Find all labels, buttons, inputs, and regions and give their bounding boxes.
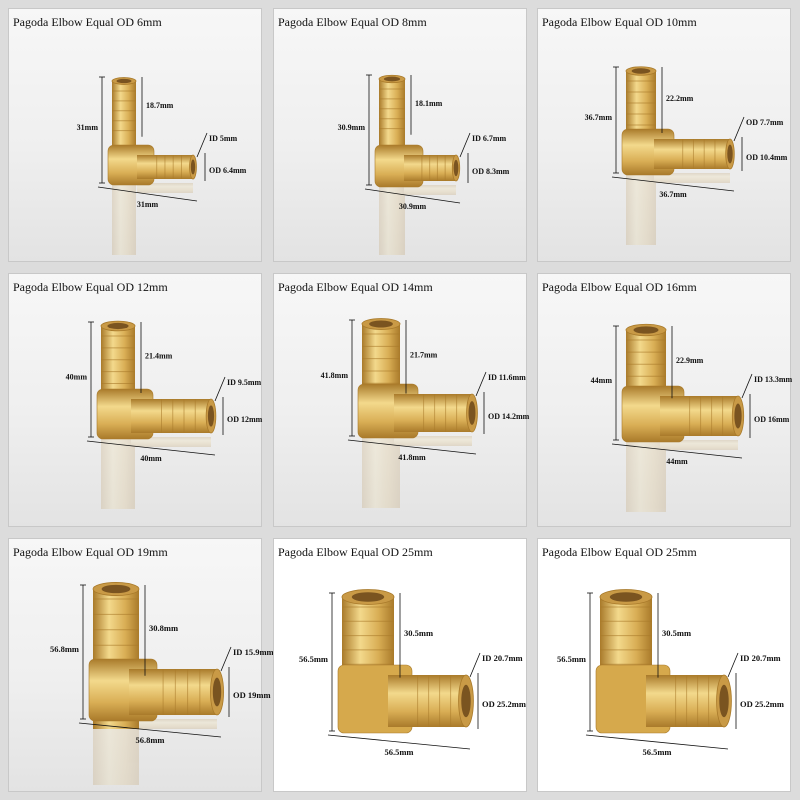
height-label: 30.9mm bbox=[338, 123, 366, 132]
product-panel: Pagoda Elbow Equal OD 8mm 30.9mm 18.1mm ID … bbox=[273, 8, 527, 262]
panel-title: Pagoda Elbow Equal OD 10mm bbox=[542, 15, 697, 29]
inner-diameter-label: ID 6.7mm bbox=[472, 134, 507, 143]
inner-diameter-label: ID 13.3mm bbox=[754, 375, 793, 384]
barb-length-label: 22.2mm bbox=[666, 94, 694, 103]
width-label: 56.8mm bbox=[135, 735, 164, 745]
barb-length-label: 21.4mm bbox=[145, 351, 173, 360]
height-label: 40mm bbox=[66, 373, 88, 382]
outer-diameter-label: OD 25.2mm bbox=[482, 699, 526, 709]
height-label: 56.5mm bbox=[557, 654, 586, 664]
barb-length-label: 18.7mm bbox=[146, 101, 174, 110]
height-label: 56.5mm bbox=[299, 654, 328, 664]
brass-elbow-fitting-photo: 56.5mm 30.5mm ID 20.7mm OD 25.2mm 56.5mm bbox=[557, 589, 784, 757]
product-panel: Pagoda Elbow Equal OD 12mm 40mm 21.4mm ID 9… bbox=[8, 273, 263, 527]
panel-title: Pagoda Elbow Equal OD 16mm bbox=[542, 280, 697, 294]
outer-diameter-label: OD 6.4mm bbox=[209, 166, 247, 175]
width-label: 56.5mm bbox=[384, 747, 413, 757]
width-label: 41.8mm bbox=[398, 453, 426, 462]
brass-elbow-fitting-photo: 30.9mm 18.1mm ID 6.7mm OD 8.3mm 30.9mm bbox=[338, 74, 510, 255]
brass-elbow-fitting-photo: 41.8mm 21.7mm ID 11.6mm OD 14.2mm 41.8mm bbox=[321, 318, 530, 508]
inner-diameter-label: ID 5mm bbox=[209, 134, 238, 143]
outer-diameter-label: OD 16mm bbox=[754, 415, 790, 424]
brass-elbow-fitting-photo: 44mm 22.9mm ID 13.3mm OD 16mm 44mm bbox=[591, 323, 793, 512]
width-label: 44mm bbox=[666, 457, 688, 466]
brass-elbow-fitting-photo: 56.5mm 30.5mm ID 20.7mm OD 25.2mm 56.5mm bbox=[299, 589, 526, 757]
width-label: 40mm bbox=[140, 454, 162, 463]
outer-diameter-label: OD 8.3mm bbox=[472, 167, 510, 176]
barb-length-label: 30.5mm bbox=[404, 628, 433, 638]
width-label: 56.5mm bbox=[642, 747, 671, 757]
outer-diameter-label: OD 12mm bbox=[227, 415, 263, 424]
brass-elbow-fitting-photo: 40mm 21.4mm ID 9.5mm OD 12mm 40mm bbox=[66, 320, 263, 509]
height-label: 36.7mm bbox=[585, 113, 613, 122]
barb-length-label: 21.7mm bbox=[410, 351, 438, 360]
barb-length-label: 22.9mm bbox=[676, 356, 704, 365]
height-label: 44mm bbox=[591, 376, 613, 385]
product-panel: Pagoda Elbow Equal OD 16mm 44mm 22.9mm ID 1… bbox=[537, 273, 793, 527]
width-label: 36.7mm bbox=[659, 190, 687, 199]
panel-title: Pagoda Elbow Equal OD 6mm bbox=[13, 15, 162, 29]
inner-diameter-label: ID 20.7mm bbox=[740, 653, 781, 663]
height-label: 31mm bbox=[77, 123, 99, 132]
outer-diameter-label: OD 14.2mm bbox=[488, 412, 530, 421]
barb-length-label: 30.8mm bbox=[149, 623, 178, 633]
panel-title: Pagoda Elbow Equal OD 8mm bbox=[278, 15, 427, 29]
panel-title: Pagoda Elbow Equal OD 25mm bbox=[542, 545, 697, 559]
inner-diameter-label: ID 11.6mm bbox=[488, 373, 526, 382]
height-label: 41.8mm bbox=[321, 371, 349, 380]
outer-diameter-label: OD 19mm bbox=[233, 690, 271, 700]
width-label: 31mm bbox=[137, 200, 159, 209]
outer-diameter-label: OD 25.2mm bbox=[740, 699, 784, 709]
panel-title: Pagoda Elbow Equal OD 19mm bbox=[13, 545, 168, 559]
brass-elbow-fitting-photo: 36.7mm 22.2mm OD 7.7mm OD 10.4mm 36.7mm bbox=[585, 66, 788, 245]
outer-diameter-label: OD 10.4mm bbox=[746, 153, 788, 162]
barb-length-label: 18.1mm bbox=[415, 99, 443, 108]
product-panel: Pagoda Elbow Equal OD 6mm 31mm 18.7mm ID 5m… bbox=[8, 8, 262, 262]
brass-elbow-fitting-photo: 56.8mm 30.8mm ID 15.9mm OD 19mm 56.8mm bbox=[50, 582, 274, 785]
inner-diameter-label: ID 15.9mm bbox=[233, 647, 274, 657]
width-label: 30.9mm bbox=[399, 202, 427, 211]
barb-length-label: 30.5mm bbox=[662, 628, 691, 638]
panel-title: Pagoda Elbow Equal OD 12mm bbox=[13, 280, 168, 294]
inner-diameter-label: ID 20.7mm bbox=[482, 653, 523, 663]
height-label: 56.8mm bbox=[50, 644, 79, 654]
inner-diameter-label: OD 7.7mm bbox=[746, 118, 784, 127]
brass-elbow-fitting-photo: 31mm 18.7mm ID 5mm OD 6.4mm 31mm bbox=[77, 76, 247, 255]
panel-title: Pagoda Elbow Equal OD 25mm bbox=[278, 545, 433, 559]
panel-title: Pagoda Elbow Equal OD 14mm bbox=[278, 280, 433, 294]
inner-diameter-label: ID 9.5mm bbox=[227, 378, 262, 387]
